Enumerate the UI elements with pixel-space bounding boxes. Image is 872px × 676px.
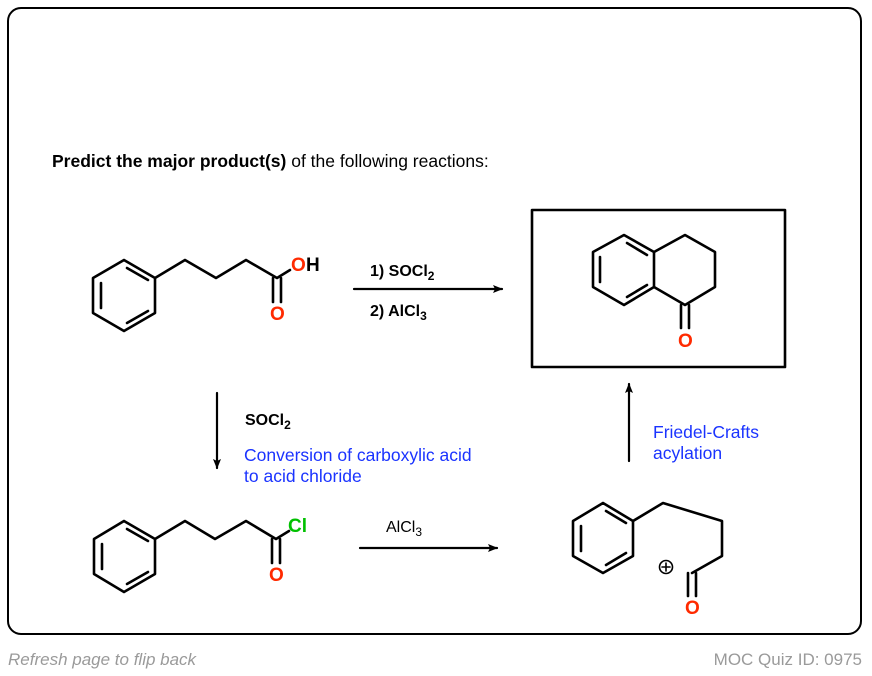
starting-material-structure xyxy=(91,258,292,333)
positive-charge-icon xyxy=(658,559,674,575)
step2-reagent: AlCl3 xyxy=(386,519,422,539)
acylium-carbonyl-oxygen: O xyxy=(685,598,700,619)
question-prompt: Predict the major product(s) of the foll… xyxy=(52,151,489,172)
step1-note-line2: to acid chloride xyxy=(244,466,362,486)
sm-hydroxyl-hydrogen: H xyxy=(306,255,320,276)
quiz-card[interactable] xyxy=(7,7,862,635)
acid-chloride-chlorine: Cl xyxy=(288,516,307,537)
step3-note-line2: acylation xyxy=(653,443,722,463)
step3-note-line1: Friedel-Crafts xyxy=(653,422,759,442)
product-answer-box xyxy=(530,208,787,369)
quiz-id: MOC Quiz ID: 0975 xyxy=(713,650,862,669)
prompt-rest: of the following reactions: xyxy=(286,151,489,171)
step1-reagent: SOCl2 xyxy=(245,412,291,432)
sm-carbonyl-oxygen: O xyxy=(270,304,285,325)
product-carbonyl-oxygen: O xyxy=(678,331,693,352)
main-reagent-2: 2) AlCl3 xyxy=(370,303,427,323)
main-reagent-1: 1) SOCl2 xyxy=(370,263,435,283)
prompt-bold: Predict the major product(s) xyxy=(52,151,287,171)
sm-hydroxyl-oxygen: O xyxy=(291,255,306,276)
acylium-structure xyxy=(571,501,724,598)
acid-chloride-carbonyl-oxygen: O xyxy=(269,565,284,586)
flip-back-hint: Refresh page to flip back xyxy=(8,650,197,669)
step1-note-line1: Conversion of carboxylic acid xyxy=(244,445,472,465)
product-structure xyxy=(591,233,717,330)
acid-chloride-structure xyxy=(92,519,291,594)
